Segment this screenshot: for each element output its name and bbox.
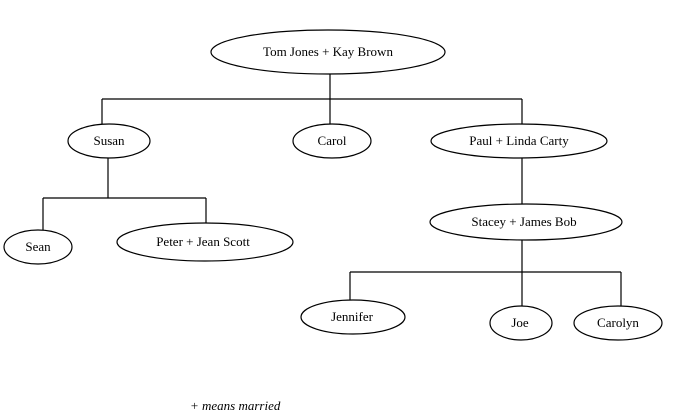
node-jennifer: Jennifer (300, 299, 406, 335)
node-stacey-james-label: Stacey + James Bob (471, 214, 576, 229)
node-paul-linda: Paul + Linda Carty (430, 123, 608, 159)
node-joe: Joe (489, 305, 553, 341)
node-tom-kay: Tom Jones + Kay Brown (210, 29, 446, 75)
node-carolyn: Carolyn (573, 305, 663, 341)
node-joe-ellipse (489, 305, 553, 341)
node-carol-label: Carol (318, 133, 347, 148)
node-peter-jean-ellipse (116, 222, 294, 262)
node-carolyn-label: Carolyn (597, 315, 639, 330)
node-carolyn-ellipse (573, 305, 663, 341)
node-susan-ellipse (67, 123, 151, 159)
node-jennifer-ellipse (300, 299, 406, 335)
node-joe-label: Joe (511, 315, 529, 330)
node-stacey-james: Stacey + James Bob (429, 203, 623, 241)
node-sean-label: Sean (25, 239, 51, 254)
node-susan-label: Susan (93, 133, 125, 148)
node-tom-kay-ellipse (210, 29, 446, 75)
node-carol-ellipse (292, 123, 372, 159)
node-tom-kay-label: Tom Jones + Kay Brown (263, 44, 393, 59)
node-jennifer-label: Jennifer (331, 309, 374, 324)
legend-note: + means married (190, 398, 281, 413)
node-sean: Sean (3, 229, 73, 265)
node-carol: Carol (292, 123, 372, 159)
node-stacey-james-ellipse (429, 203, 623, 241)
node-peter-jean: Peter + Jean Scott (116, 222, 294, 262)
connectors-stacey-james (349, 240, 622, 306)
node-paul-linda-ellipse (430, 123, 608, 159)
node-sean-ellipse (3, 229, 73, 265)
node-paul-linda-label: Paul + Linda Carty (469, 133, 569, 148)
connectors-root (101, 74, 523, 124)
node-susan: Susan (67, 123, 151, 159)
connectors-susan (42, 158, 207, 230)
node-peter-jean-label: Peter + Jean Scott (156, 234, 250, 249)
